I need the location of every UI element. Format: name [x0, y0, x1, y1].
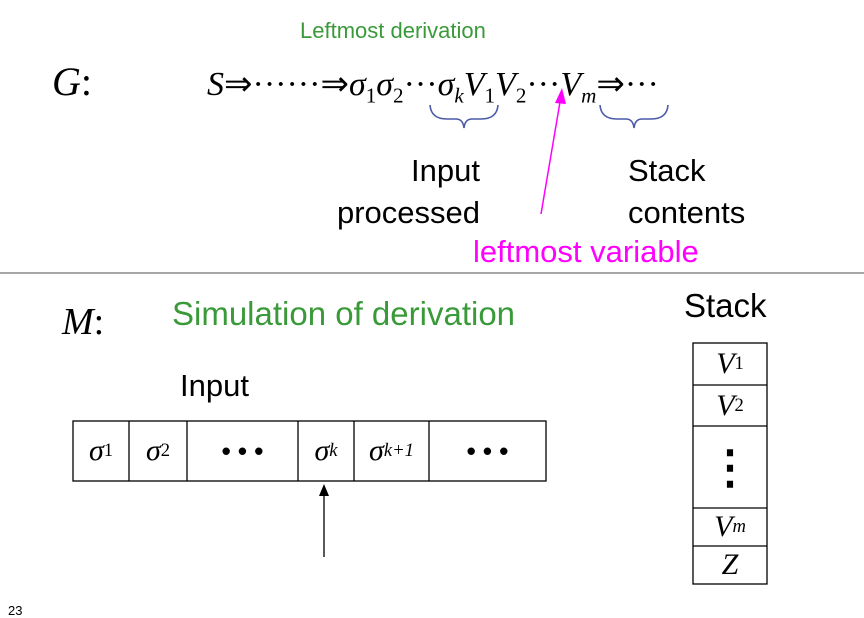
input-processed-label: Input processed	[336, 153, 480, 230]
tape-cell-dots: • • •	[221, 435, 264, 466]
derivation-expression: S⇒······⇒σ1σ2···σkV1V2···Vm⇒···	[207, 66, 659, 108]
simulation-title: Simulation of derivation	[172, 295, 516, 332]
page-number: 23	[8, 603, 23, 618]
stack-label: Stack	[684, 287, 767, 324]
leftmost-variable-label: leftmost variable	[473, 234, 699, 269]
stack-contents-brace	[599, 104, 669, 129]
input-tape	[72, 420, 547, 482]
read-head-arrowhead	[319, 484, 329, 496]
tape-cell-dots-2: • • •	[466, 435, 509, 466]
leftmost-derivation-heading: Leftmost derivation	[300, 18, 486, 43]
grammar-symbol: G:	[52, 59, 93, 104]
input-label: Input	[180, 368, 249, 403]
leftmost-variable-arrowhead	[555, 88, 566, 104]
input-processed-brace	[429, 104, 499, 129]
stack-contents-label: Stack contents	[628, 153, 746, 230]
machine-symbol: M:	[62, 301, 105, 343]
leftmost-variable-arrow	[540, 101, 561, 215]
stack-cell-vdots: ⋮	[707, 442, 753, 493]
stack-box	[692, 342, 768, 585]
stack-cell-z: Z	[721, 548, 739, 581]
